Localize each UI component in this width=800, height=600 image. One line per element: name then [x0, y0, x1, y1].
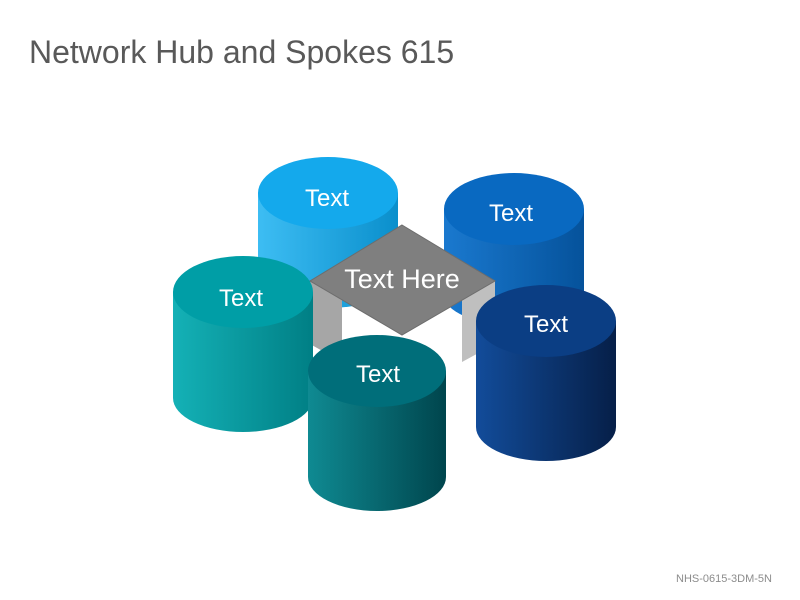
spoke-cylinder-right: Text [476, 285, 616, 461]
spoke-top [476, 285, 616, 357]
spoke-label: Text [356, 361, 400, 388]
spoke-label: Text [305, 185, 349, 212]
footer-code: NHS-0615-3DM-5N [676, 573, 772, 585]
spoke-side [308, 371, 446, 511]
spoke-top [258, 157, 398, 229]
spoke-cylinder-left: Text [173, 256, 313, 432]
spoke-label: Text [524, 311, 568, 338]
spoke-top [444, 173, 584, 245]
spoke-side [173, 292, 313, 432]
spoke-cylinder-bottom: Text [308, 335, 446, 511]
spoke-label: Text [489, 200, 533, 227]
spoke-top [173, 256, 313, 328]
spoke-top [308, 335, 446, 407]
hub-left-face [310, 281, 342, 362]
hub-top-face [309, 224, 496, 336]
spoke-side [476, 321, 616, 461]
hub-label: Text Here [344, 264, 460, 294]
slide-title: Network Hub and Spokes 615 [29, 34, 455, 70]
spoke-label: Text [219, 285, 263, 312]
